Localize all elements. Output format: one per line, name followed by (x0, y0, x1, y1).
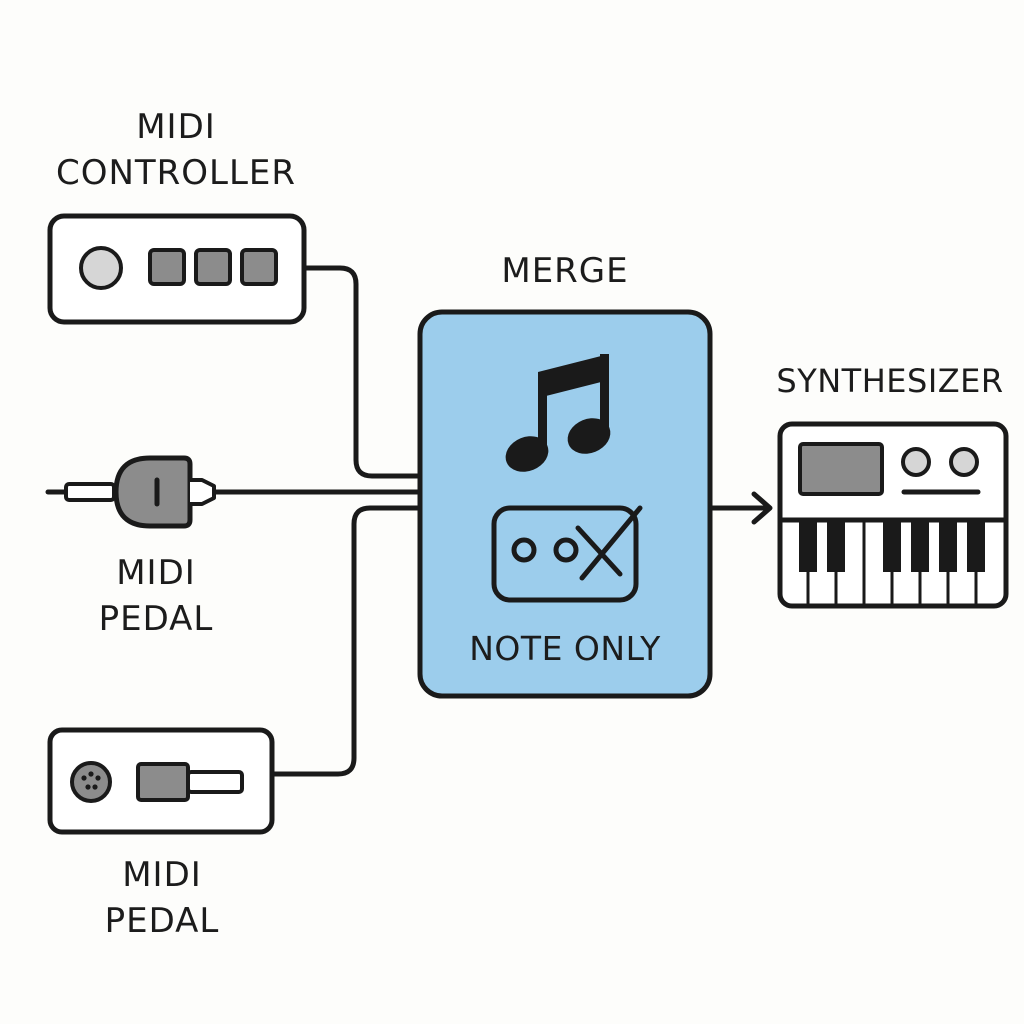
controller-cable (301, 265, 423, 479)
keyboard-synth-icon (777, 421, 1009, 609)
filter-x-icon (491, 505, 643, 603)
midi-controller-icon (47, 213, 307, 325)
connections (211, 265, 773, 777)
pedal-box-icon (47, 727, 275, 835)
synth-black-keys (799, 520, 985, 572)
synth-knob-1 (901, 447, 931, 477)
midi-pedal-box-label: MIDI PEDAL (72, 852, 252, 944)
music-note-icon (505, 354, 611, 472)
midi-pedal-plug-label-line-1: MIDI (116, 553, 196, 593)
knob-icon (79, 246, 123, 290)
synthesizer-label: SYNTHESIZER (776, 362, 1004, 400)
midi-controller-label-line-1: MIDI (136, 107, 216, 147)
synth-knob-2 (949, 447, 979, 477)
midi-controller-label-line-2: CONTROLLER (55, 153, 297, 193)
merge-title: MERGE (501, 251, 629, 291)
merge-box (417, 309, 713, 699)
midi-pedal-box-label-line-2: PEDAL (104, 901, 220, 941)
midi-pedal-box-label-line-1: MIDI (122, 855, 202, 895)
note-only-label: NOTE ONLY (469, 629, 661, 668)
pad-button-1 (148, 248, 186, 286)
midi-pedal-plug-label: MIDI PEDAL (66, 550, 246, 642)
midi-controller-label: MIDI CONTROLLER (30, 104, 322, 196)
pad-button-3 (240, 248, 278, 286)
pad-button-2 (194, 248, 232, 286)
arrow-head (751, 491, 773, 525)
pedal-box-cable (269, 505, 423, 777)
jack-plug-icon (45, 455, 216, 529)
midi-pedal-plug-label-line-2: PEDAL (98, 599, 214, 639)
pedal-slider-icon (136, 762, 190, 802)
synth-screen-icon (798, 442, 884, 496)
din-socket-icon (70, 761, 112, 803)
